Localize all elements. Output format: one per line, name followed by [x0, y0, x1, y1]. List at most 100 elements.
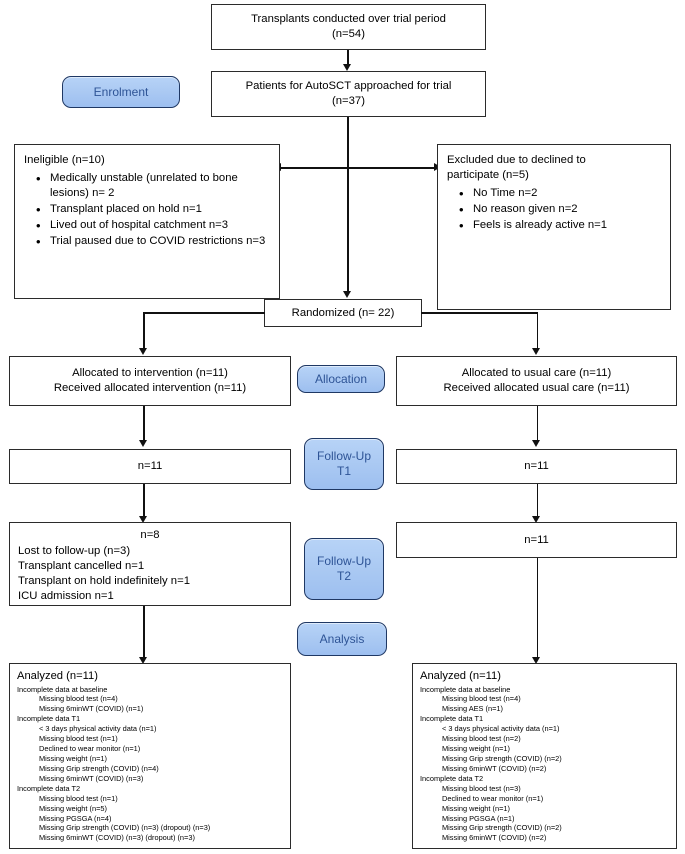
group-item: < 3 days physical activity data (n=1)	[39, 724, 157, 734]
t2-intervention-line: ICU admission n=1	[18, 589, 114, 602]
randomized-label: Randomized (n= 22)	[291, 306, 395, 319]
arrowhead-usualcare-analysis	[532, 657, 540, 664]
group-item: Missing 6minWT (COVID) (n=3) (dropout) (…	[39, 833, 195, 843]
group-item: Missing blood test (n=4)	[39, 694, 118, 704]
group-item: Missing weight (n=1)	[442, 803, 510, 813]
list-item: Trial paused due to COVID restrictions n…	[36, 233, 270, 251]
allocated-intervention-line1: Allocated to intervention (n=11)	[72, 367, 228, 380]
stage-badge-analysis: Analysis	[297, 622, 387, 656]
group-item: Missing weight (n=1)	[39, 754, 107, 764]
group-item: Missing Grip strength (COVID) (n=2)	[442, 754, 562, 764]
t1-intervention-label: n=11	[137, 460, 163, 473]
arrowhead-approached-to-randomized	[342, 291, 351, 298]
transplants-line2: (n=54)	[332, 28, 365, 40]
group-item: Declined to wear monitor (n=1)	[442, 793, 544, 803]
list-item: Transplant placed on hold n=1	[36, 201, 270, 219]
arrowhead-right-allocation	[532, 348, 540, 355]
t2-intervention-line: Transplant on hold indefinitely n=1	[18, 574, 190, 587]
group-heading: Incomplete data T1	[17, 714, 81, 724]
allocated-usual-care-line2: Received allocated usual care (n=11)	[443, 382, 630, 394]
ineligible-header: Ineligible (n=10)	[24, 154, 105, 166]
list-item: Feels is already active n=1	[459, 217, 661, 235]
group-heading: Incomplete data T2	[420, 773, 484, 783]
arrowhead-left-allocation	[138, 348, 147, 355]
box-analyzed-usual-care: Analyzed (n=11) Incomplete data at basel…	[412, 663, 677, 849]
box-allocated-intervention: Allocated to intervention (n=11) Receive…	[9, 356, 291, 406]
group-item: Missing blood test (n=2)	[442, 734, 521, 744]
box-excluded-declined: Excluded due to declined to participate …	[437, 144, 671, 310]
connector-intervention-t2-to-analysis	[143, 606, 145, 659]
connector-right-down-to-allocation	[536, 312, 539, 350]
connector-transplants-to-approached	[347, 50, 349, 66]
box-randomized: Randomized (n= 22)	[264, 299, 422, 327]
connector-randomized-right	[421, 312, 538, 314]
list-item: Lived out of hospital catchment n=3	[36, 217, 270, 235]
t2-intervention-line: Transplant cancelled n=1	[18, 559, 145, 572]
excluded-header-line2: participate (n=5)	[447, 168, 529, 181]
stage-badge-allocation-label: Allocation	[314, 371, 368, 386]
group-item: Missing blood test (n=3)	[442, 783, 521, 793]
approached-line2: (n=37)	[332, 95, 365, 107]
t2-usual-care-label: n=11	[524, 533, 549, 546]
arrowhead-intervention-t2	[138, 516, 147, 523]
stage-badge-followup-t2: Follow-Up T2	[304, 538, 384, 600]
box-allocated-usual-care: Allocated to usual care (n=11) Received …	[396, 356, 677, 406]
group-heading: Incomplete data T2	[17, 783, 81, 793]
t2-intervention-line: Lost to follow-up (n=3)	[18, 544, 131, 557]
connector-intervention-t1-to-t2	[143, 484, 145, 518]
box-t1-intervention: n=11	[9, 449, 291, 484]
group-item: Declined to wear monitor (n=1)	[39, 744, 141, 754]
group-item: < 3 days physical activity data (n=1)	[442, 724, 560, 734]
connector-intervention-alloc-to-t1	[143, 406, 145, 442]
connector-randomized-left	[143, 312, 265, 314]
group-item: Missing Grip strength (COVID) (n=2)	[442, 823, 562, 833]
list-item: No Time n=2	[459, 185, 661, 203]
box-ineligible: Ineligible (n=10) Medically unstable (un…	[14, 144, 280, 299]
allocated-usual-care-line1: Allocated to usual care (n=11)	[461, 367, 612, 380]
arrowhead-intervention-t1	[138, 440, 147, 447]
group-item: Missing Grip strength (COVID) (n=4)	[39, 763, 159, 773]
box-analyzed-intervention: Analyzed (n=11) Incomplete data at basel…	[9, 663, 291, 849]
t1-usual-care-label: n=11	[524, 460, 549, 473]
group-item: Missing 6minWT (COVID) (n=1)	[39, 704, 144, 714]
connector-usualcare-alloc-to-t1	[536, 406, 539, 442]
box-transplants-conducted: Transplants conducted over trial period …	[211, 4, 486, 50]
group-heading: Incomplete data at baseline	[17, 684, 108, 694]
arrowhead-intervention-analysis	[138, 657, 147, 664]
stage-badge-allocation: Allocation	[297, 365, 385, 393]
stage-badge-analysis-label: Analysis	[319, 631, 365, 646]
analyzed-intervention-title: Analyzed (n=11)	[17, 670, 98, 682]
group-item: Missing blood test (n=1)	[39, 734, 118, 744]
analyzed-usual-care-title: Analyzed (n=11)	[420, 670, 501, 682]
connector-usualcare-t1-to-t2	[536, 484, 539, 518]
group-item: Missing 6minWT (COVID) (n=2)	[442, 763, 547, 773]
list-item: Medically unstable (unrelated to bone le…	[36, 170, 270, 201]
approached-line1: Patients for AutoSCT approached for tria…	[245, 80, 452, 93]
connector-usualcare-t2-to-analysis	[536, 558, 539, 659]
excluded-header-line1: Excluded due to declined to	[447, 154, 586, 166]
box-t1-usual-care: n=11	[396, 449, 677, 484]
arrowhead-usualcare-t1	[532, 440, 540, 447]
stage-badge-enrolment-label: Enrolment	[93, 84, 149, 99]
group-heading: Incomplete data T1	[420, 714, 484, 724]
allocated-intervention-line2: Received allocated intervention (n=11)	[53, 382, 247, 394]
connector-left-down-to-allocation	[143, 312, 145, 350]
list-item: No reason given n=2	[459, 201, 661, 219]
stage-badge-followup-t2-line2: T2	[336, 569, 351, 583]
arrowhead-usualcare-t2	[532, 516, 540, 523]
ineligible-list: Medically unstable (unrelated to bone le…	[24, 170, 270, 251]
group-item: Missing blood test (n=1)	[39, 793, 118, 803]
group-item: Missing weight (n=1)	[442, 744, 510, 754]
group-item: Missing PGSGA (n=4)	[39, 813, 112, 823]
transplants-line1: Transplants conducted over trial period	[251, 13, 446, 26]
box-patients-approached: Patients for AutoSCT approached for tria…	[211, 71, 486, 117]
group-item: Missing blood test (n=4)	[442, 694, 521, 704]
t2-intervention-count: n=8	[140, 529, 160, 541]
group-heading: Incomplete data at baseline	[420, 684, 511, 694]
stage-badge-followup-t1: Follow-Up T1	[304, 438, 384, 490]
stage-badge-followup-t2-line1: Follow-Up	[316, 554, 371, 568]
stage-badge-followup-t1-line2: T1	[336, 464, 351, 478]
group-item: Missing 6minWT (COVID) (n=2)	[442, 833, 547, 843]
group-item: Missing AES (n=1)	[442, 704, 503, 714]
